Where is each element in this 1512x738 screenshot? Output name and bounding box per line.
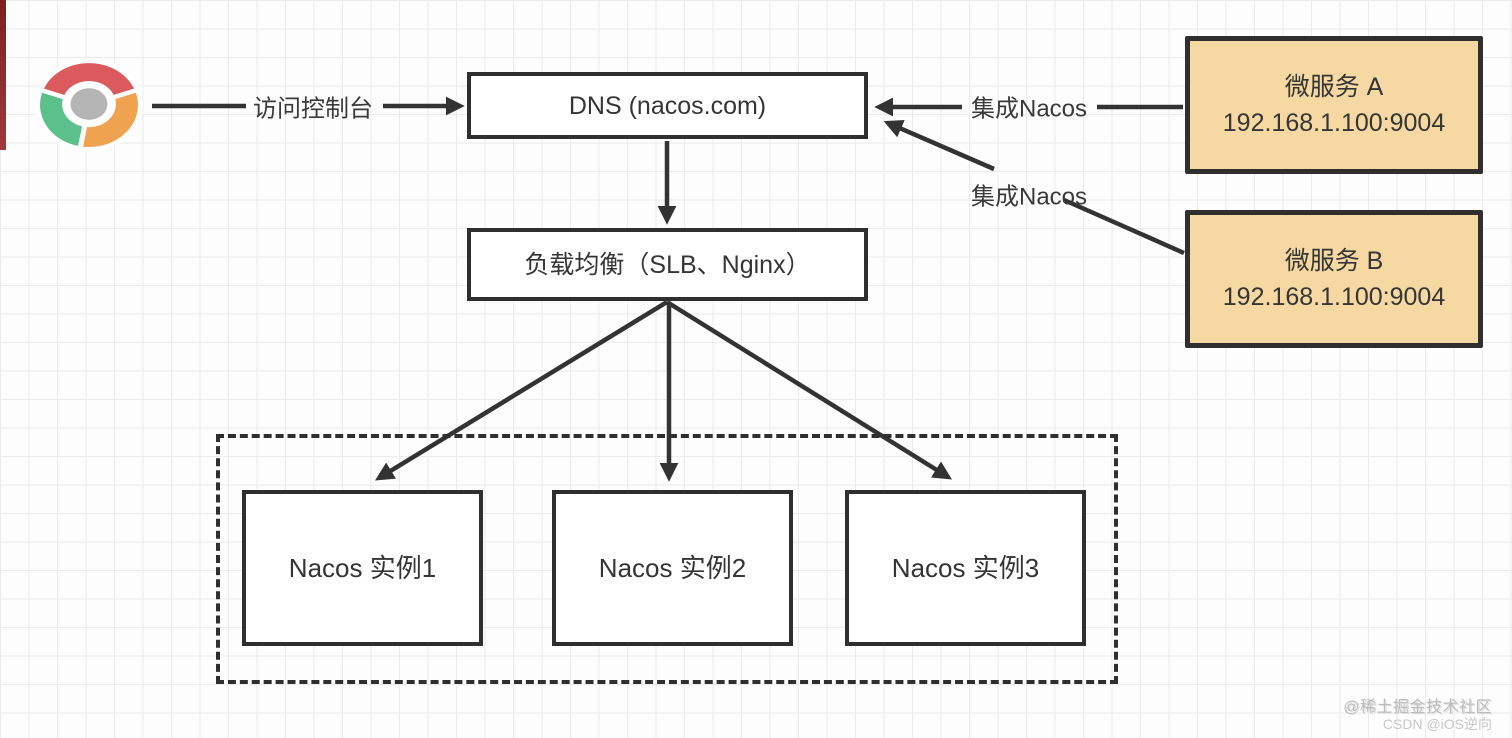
node-dns: DNS (nacos.com) — [467, 72, 868, 139]
watermark: @稀土掘金技术社区 CSDN @iOS逆向 — [1343, 699, 1492, 733]
nacos-cluster-boundary — [216, 434, 1118, 684]
node-nacos-instance-1: Nacos 实例1 — [242, 490, 483, 646]
node-nacos-instance-3-label: Nacos 实例3 — [891, 553, 1040, 583]
node-service-a-title: 微服务 A — [1284, 73, 1384, 101]
chrome-browser-icon — [35, 58, 143, 152]
left-edge-red-sliver — [0, 0, 6, 150]
node-dns-label: DNS (nacos.com) — [568, 91, 767, 120]
edge-label-integrate-nacos-b: 集成Nacos — [970, 183, 1088, 211]
edge-label-visit-console: 访问控制台 — [253, 95, 373, 123]
watermark-line-2: CSDN @iOS逆向 — [1382, 716, 1492, 732]
arrow-service-b-to-dns-seg2 — [883, 119, 995, 172]
node-nacos-instance-3: Nacos 实例3 — [845, 490, 1086, 646]
node-nacos-instance-1-label: Nacos 实例1 — [288, 553, 437, 583]
node-service-a-address: 192.168.1.100:9004 — [1222, 109, 1446, 137]
node-nacos-instance-2-label: Nacos 实例2 — [598, 553, 747, 583]
node-service-b: 微服务 B 192.168.1.100:9004 — [1185, 210, 1483, 348]
node-service-b-title: 微服务 B — [1284, 247, 1384, 275]
node-load-balancer-label: 负载均衡（SLB、Nginx） — [524, 250, 811, 279]
watermark-line-1: @稀土掘金技术社区 — [1343, 699, 1492, 716]
node-service-a: 微服务 A 192.168.1.100:9004 — [1185, 36, 1483, 174]
node-load-balancer: 负载均衡（SLB、Nginx） — [467, 228, 868, 301]
node-nacos-instance-2: Nacos 实例2 — [552, 490, 793, 646]
edge-label-integrate-nacos-a: 集成Nacos — [970, 95, 1088, 123]
node-service-b-address: 192.168.1.100:9004 — [1222, 283, 1446, 311]
chrome-icon-hub — [70, 88, 108, 120]
